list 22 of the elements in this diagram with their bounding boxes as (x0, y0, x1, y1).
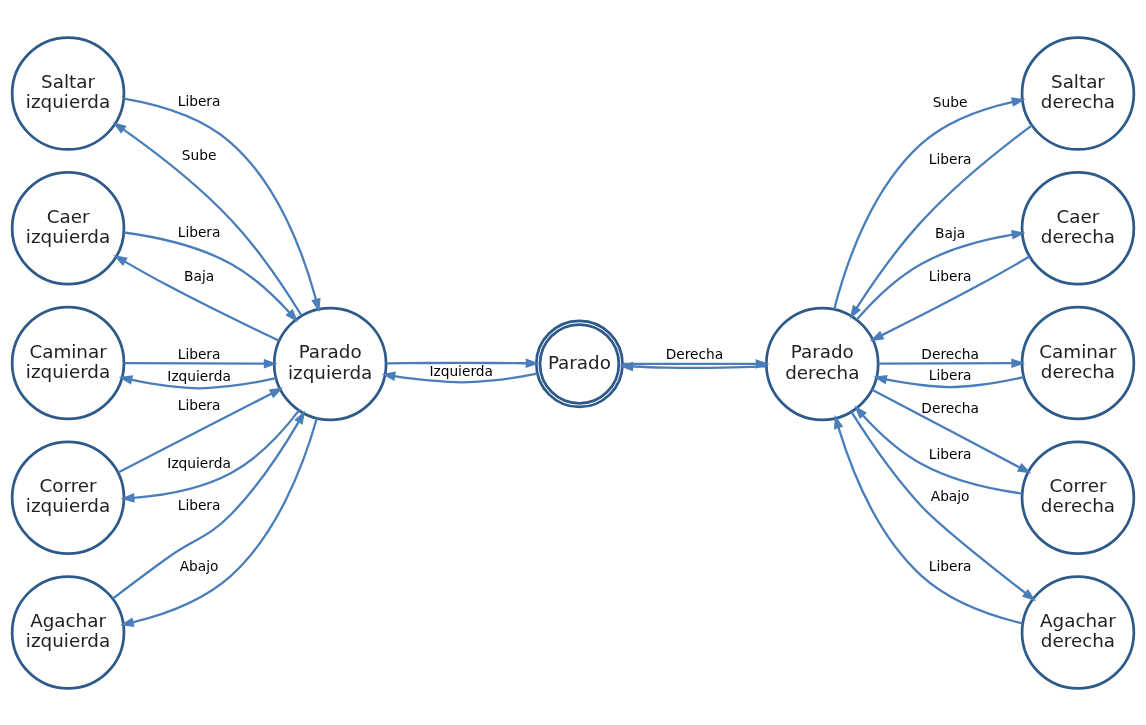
edge-label: Libera (928, 366, 972, 383)
edge-label: Derecha (921, 399, 979, 416)
edge-label: Libera (177, 496, 221, 513)
edge-label: Sube (181, 146, 217, 163)
edge-label: Derecha (665, 345, 724, 362)
edge-label: Libera (928, 267, 972, 284)
edge-label: Baja (184, 267, 215, 284)
edge-label: Abajo (930, 487, 970, 504)
edge-label: Libera (177, 223, 221, 240)
edge-label: Sube (932, 93, 968, 110)
edge-label: Libera (177, 396, 221, 413)
edge-label: Libera (177, 345, 221, 362)
edge-label: Abajo (179, 557, 219, 574)
edge-label: Baja (935, 224, 966, 241)
edge-label: Libera (177, 92, 221, 109)
edge-label: Libera (928, 557, 972, 574)
edge-label: Izquierda (167, 367, 231, 384)
edge-label: Derecha (921, 345, 979, 362)
edge-label: Izquierda (167, 454, 231, 471)
edge-label: Libera (928, 445, 972, 462)
edge-label: Izquierda (429, 362, 493, 379)
edge-label: Libera (928, 150, 972, 167)
